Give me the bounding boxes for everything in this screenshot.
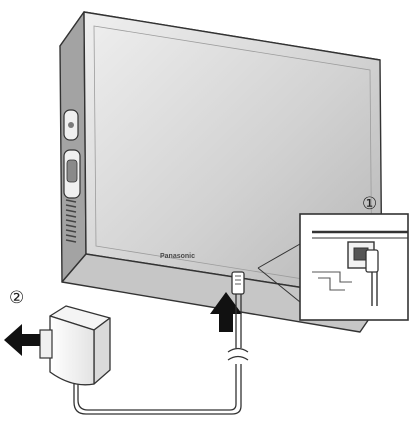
ac-adapter-side	[93, 317, 111, 385]
brand-logo: Panasonic	[160, 253, 195, 260]
callout-step-1: ①	[362, 194, 377, 213]
ac-adapter-prong-base	[39, 329, 53, 359]
cord-to-adapter	[73, 364, 242, 415]
power-cord-plug	[73, 271, 249, 415]
callout-step-2: ②	[9, 288, 24, 307]
ac-adapter-front	[49, 315, 95, 386]
modular-plug	[231, 271, 245, 295]
inset-cord	[371, 272, 378, 306]
jack-detail-inset: ①	[257, 194, 409, 321]
inset-other-port	[312, 271, 352, 291]
plug-in-left-arrow	[4, 324, 40, 356]
ac-adapter: ②	[4, 288, 111, 386]
zoom-line-upper	[257, 243, 301, 269]
locator-button-dot	[68, 122, 74, 128]
inset-plug	[365, 249, 379, 273]
cord-vertical	[235, 294, 242, 348]
cord-break-mark	[227, 347, 249, 361]
insert-up-arrow	[210, 292, 242, 332]
side-switch-knob	[66, 159, 78, 183]
zoom-line-lower	[257, 267, 301, 303]
vent-grille	[65, 199, 77, 243]
